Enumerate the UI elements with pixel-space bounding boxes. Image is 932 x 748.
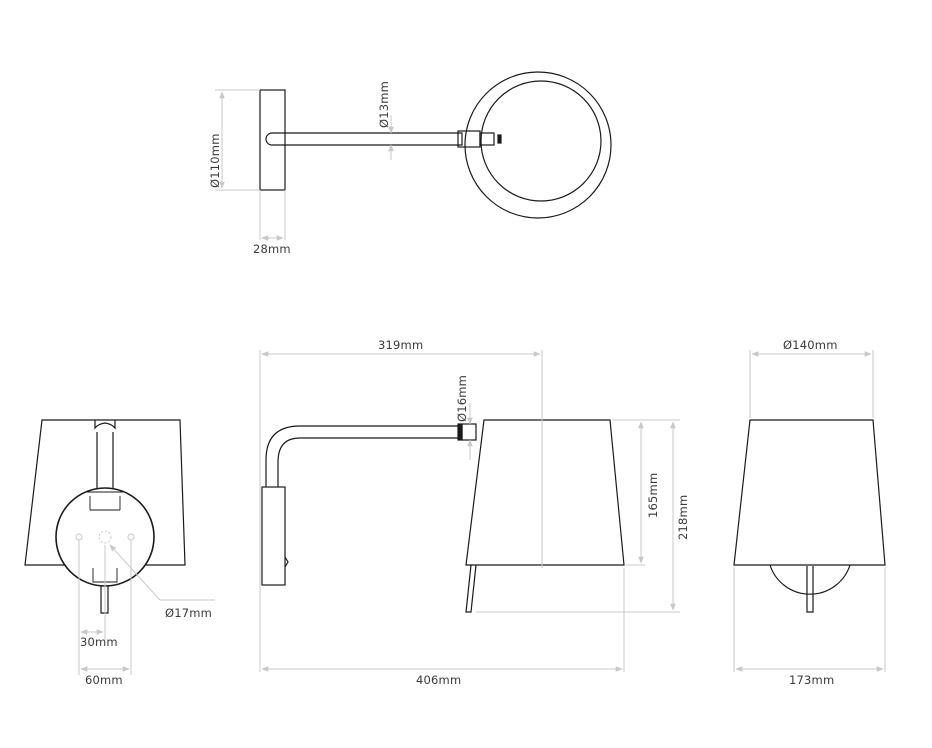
dim-backplate-diameter: Ø110mm bbox=[208, 133, 222, 188]
front-arm bbox=[96, 432, 114, 490]
dim-shade-height: 165mm bbox=[646, 472, 660, 518]
side-switch-rod bbox=[465, 564, 477, 613]
dim-joint-diameter: Ø16mm bbox=[455, 374, 469, 422]
dim-total-height: 218mm bbox=[676, 494, 690, 540]
side-arm-collar bbox=[457, 423, 463, 441]
top-shade-outer bbox=[464, 71, 612, 219]
dim-fixing-hole: Ø17mm bbox=[165, 606, 213, 620]
side-shade bbox=[465, 419, 625, 566]
rear-view-dimensions bbox=[733, 350, 886, 672]
dim-shade-top-diameter: Ø140mm bbox=[783, 338, 838, 352]
dim-total-projection: 406mm bbox=[416, 673, 462, 687]
top-view-dimensions bbox=[215, 89, 394, 241]
side-view bbox=[261, 419, 625, 613]
side-view-dimensions bbox=[259, 350, 680, 672]
rear-switch-rod bbox=[806, 566, 814, 613]
top-shade-inner bbox=[480, 80, 602, 202]
front-shade bbox=[24, 419, 186, 566]
dim-arm-diameter: Ø13mm bbox=[377, 80, 391, 128]
front-bracket-top bbox=[87, 491, 123, 511]
front-arm-top bbox=[94, 420, 116, 430]
rear-shade bbox=[733, 419, 886, 566]
dim-shade-bottom-width: 173mm bbox=[789, 673, 835, 687]
rear-backplate-arc bbox=[769, 564, 851, 595]
top-view bbox=[259, 71, 612, 219]
top-backplate bbox=[259, 89, 286, 191]
side-backplate bbox=[261, 486, 286, 586]
side-arm bbox=[265, 425, 458, 487]
top-swivel-knob bbox=[497, 134, 502, 144]
dim-arm-reach: 319mm bbox=[378, 338, 424, 352]
side-arm-joint bbox=[461, 423, 477, 441]
top-arm bbox=[265, 132, 463, 146]
dim-backplate-depth: 28mm bbox=[253, 242, 291, 256]
top-swivel bbox=[479, 132, 495, 146]
dim-half-spacing: 30mm bbox=[80, 635, 118, 649]
rear-view bbox=[733, 419, 886, 613]
side-switch bbox=[284, 556, 289, 568]
dim-hole-spacing: 60mm bbox=[85, 673, 123, 687]
front-view bbox=[24, 419, 186, 614]
front-view-dimensions bbox=[75, 530, 215, 675]
